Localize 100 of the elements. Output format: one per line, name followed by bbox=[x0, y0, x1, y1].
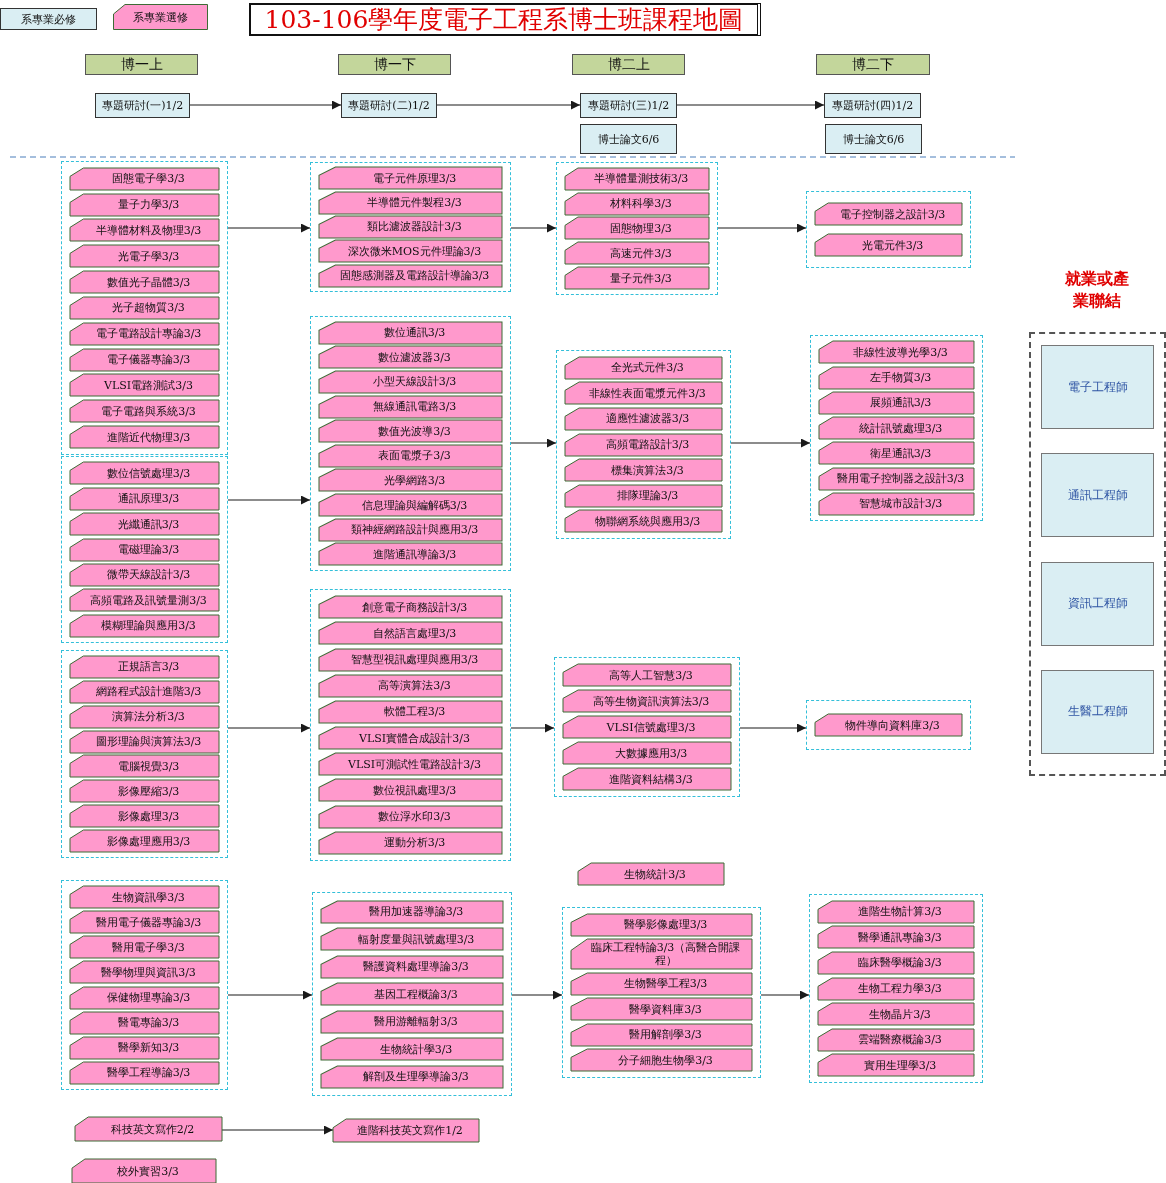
dashed-group-frame bbox=[556, 350, 731, 539]
course-box: 醫用加速器導論3/3 bbox=[321, 900, 503, 923]
course-box: 演算法分析3/3 bbox=[70, 705, 219, 728]
course-box: 雲端醫療概論3/3 bbox=[818, 1028, 974, 1051]
arrow bbox=[189, 100, 342, 110]
course-box: 進階科技英文寫作1/2 bbox=[333, 1119, 479, 1142]
course-box: 醫學影像處理3/3 bbox=[571, 913, 752, 936]
course-box: 展頻通訊3/3 bbox=[819, 391, 974, 414]
dashed-group-frame bbox=[810, 335, 983, 521]
arrow bbox=[739, 723, 807, 733]
course-box: 高等演算法3/3 bbox=[319, 674, 502, 697]
dashed-group-frame bbox=[61, 161, 228, 455]
diagram-title: 103-106學年度電子工程系博士班課程地圖 bbox=[249, 3, 761, 36]
dashed-group-frame bbox=[61, 650, 228, 858]
course-box: 進階資料結構3/3 bbox=[563, 768, 731, 790]
required-course-box: 專題研討(一)1/2 bbox=[95, 93, 190, 118]
course-box: 臨床醫學概論3/3 bbox=[818, 951, 974, 974]
course-box: 衛星通訊3/3 bbox=[819, 442, 974, 465]
course-box: 半導體材料及物理3/3 bbox=[70, 219, 219, 242]
course-box: 進階近代物理3/3 bbox=[70, 426, 219, 449]
course-box: 半導體量測技術3/3 bbox=[565, 167, 709, 190]
course-box: 量子力學3/3 bbox=[70, 193, 219, 216]
legend-label: 系專業必修 bbox=[20, 11, 77, 28]
course-box: 光電元件3/3 bbox=[815, 234, 962, 256]
course-box: 醫電專論3/3 bbox=[70, 1011, 219, 1034]
career-box: 電子工程師 bbox=[1041, 345, 1154, 429]
course-box: 微帶天線設計3/3 bbox=[70, 563, 219, 586]
course-box: 創意電子商務設計3/3 bbox=[319, 596, 502, 619]
arrow bbox=[436, 100, 581, 110]
required-course-box: 博士論文6/6 bbox=[825, 124, 922, 154]
course-box: 小型天線設計3/3 bbox=[319, 370, 502, 393]
course-box: 圖形理論與演算法3/3 bbox=[70, 730, 219, 753]
course-box: 類比濾波器設計3/3 bbox=[319, 216, 502, 238]
course-box: VLSI實體合成設計3/3 bbox=[319, 727, 502, 750]
course-box: 左手物質3/3 bbox=[819, 366, 974, 389]
course-box: 醫用游離輻射3/3 bbox=[321, 1010, 503, 1033]
course-box: 科技英文寫作2/2 bbox=[75, 1117, 222, 1141]
legend-label: 系專業選修 bbox=[132, 9, 189, 26]
course-box: 物聯網系統與應用3/3 bbox=[565, 510, 722, 533]
course-box: 光學網路3/3 bbox=[319, 469, 502, 492]
course-box: 影像壓縮3/3 bbox=[70, 780, 219, 803]
course-box: 標集演算法3/3 bbox=[565, 459, 722, 482]
semester-header: 博二上 bbox=[572, 54, 685, 75]
course-box: 物件導向資料庫3/3 bbox=[815, 714, 962, 736]
course-box: 醫用電子儀器專論3/3 bbox=[70, 911, 219, 934]
course-box: 臨床工程特論3/3（高醫合開課程） bbox=[571, 939, 752, 970]
course-box: 光子超物質3/3 bbox=[70, 296, 219, 319]
course-box: 生物工程力學3/3 bbox=[818, 977, 974, 1000]
course-box: 大數據應用3/3 bbox=[563, 742, 731, 764]
course-box: 進階通訊導論3/3 bbox=[319, 543, 502, 566]
arrow bbox=[510, 438, 557, 448]
course-box: 無線通訊電路3/3 bbox=[319, 395, 502, 418]
career-box: 生醫工程師 bbox=[1041, 670, 1154, 754]
course-box: 醫學工程導論3/3 bbox=[70, 1061, 219, 1084]
course-box: 高頻電路及訊號量測3/3 bbox=[70, 589, 219, 612]
course-box: 非線性表面電漿元件3/3 bbox=[565, 382, 722, 405]
dashed-group-frame bbox=[556, 162, 718, 295]
course-box: 運動分析3/3 bbox=[319, 831, 502, 854]
course-box: 固態電子學3/3 bbox=[70, 167, 219, 190]
dashed-group-frame bbox=[310, 589, 511, 861]
career-box: 資訊工程師 bbox=[1041, 561, 1154, 646]
course-box: 全光式元件3/3 bbox=[565, 356, 722, 379]
course-box: 固態感測器及電路設計導論3/3 bbox=[319, 264, 502, 287]
dashed-group-frame bbox=[554, 657, 740, 797]
arrow bbox=[227, 223, 311, 233]
course-box: 輻射度量與訊號處理3/3 bbox=[321, 928, 503, 950]
dashed-group-frame bbox=[312, 892, 512, 1096]
course-box: 模糊理論與應用3/3 bbox=[70, 614, 219, 637]
course-box: 基因工程概論3/3 bbox=[321, 983, 503, 1005]
course-box: 數位視訊處理3/3 bbox=[319, 779, 502, 802]
course-box: VLSI信號處理3/3 bbox=[563, 716, 731, 738]
course-box: 非線性波導光學3/3 bbox=[819, 341, 974, 364]
course-box: 影像處理應用3/3 bbox=[70, 830, 219, 852]
course-box: 半導體元件製程3/3 bbox=[319, 191, 502, 214]
course-box: 通訊原理3/3 bbox=[70, 487, 219, 510]
arrow bbox=[760, 990, 810, 1000]
course-box: 光電子學3/3 bbox=[70, 245, 219, 268]
course-box: 高頻電路設計3/3 bbox=[565, 433, 722, 456]
course-box: 電子電路與系統3/3 bbox=[70, 400, 219, 423]
course-box: 智慧城市設計3/3 bbox=[819, 492, 974, 515]
course-box: 統計訊號處理3/3 bbox=[819, 417, 974, 439]
dashed-group-frame bbox=[806, 700, 971, 750]
course-box: 生物統計3/3 bbox=[578, 863, 724, 885]
course-box: 電子儀器專論3/3 bbox=[70, 348, 219, 371]
course-box: 電磁理論3/3 bbox=[70, 538, 219, 561]
course-box: 醫學新知3/3 bbox=[70, 1036, 219, 1059]
course-box: 醫學通訊專論3/3 bbox=[818, 926, 974, 949]
course-box: 醫學物理與資訊3/3 bbox=[70, 961, 219, 984]
semester-header: 博一上 bbox=[85, 54, 198, 75]
course-box: 材料科學3/3 bbox=[565, 192, 709, 215]
course-box: 高等人工智慧3/3 bbox=[563, 664, 731, 686]
arrow bbox=[227, 990, 313, 1000]
course-box: 醫用電子控制器之設計3/3 bbox=[819, 467, 974, 490]
course-box: 高等生物資訊演算法3/3 bbox=[563, 690, 731, 712]
course-box: 智慧型視訊處理與應用3/3 bbox=[319, 648, 502, 671]
dashed-group-frame bbox=[310, 162, 511, 292]
arrow bbox=[510, 223, 557, 233]
course-box: 數位信號處理3/3 bbox=[70, 462, 219, 485]
course-box: 數值光子晶體3/3 bbox=[70, 271, 219, 294]
arrow bbox=[676, 100, 825, 110]
